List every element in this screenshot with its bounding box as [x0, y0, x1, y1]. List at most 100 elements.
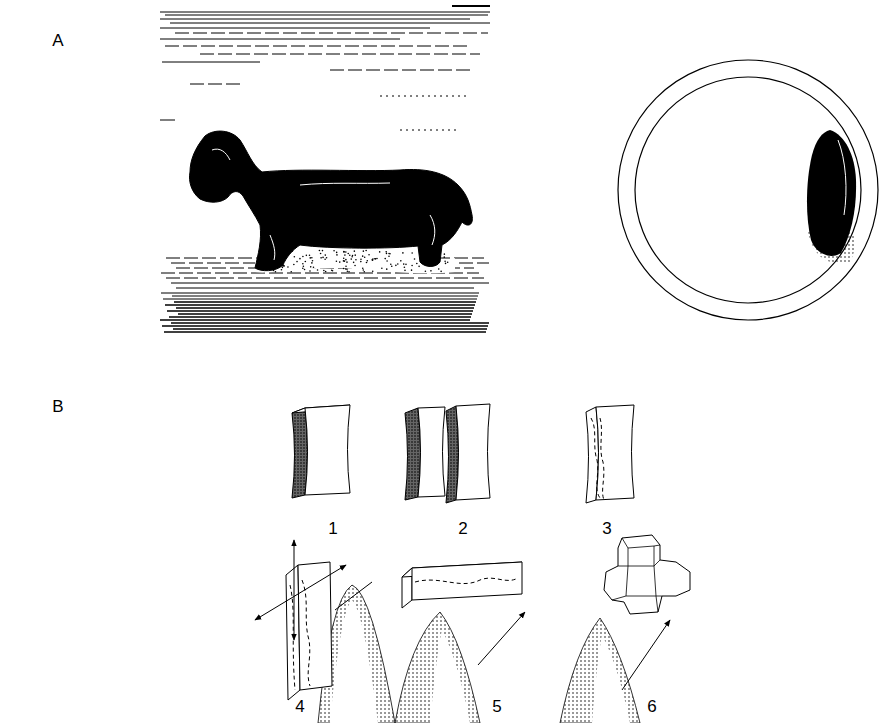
hatch-line [162, 62, 260, 63]
stipple-dot [371, 259, 373, 261]
stipple-dot [343, 268, 345, 270]
stipple-dot [317, 269, 319, 271]
stipple-dot [354, 250, 356, 252]
stipple-dot [430, 270, 432, 272]
hatch-line [171, 322, 489, 323]
stipple-dot [343, 257, 345, 259]
hatch-line [160, 28, 430, 29]
stipple-dot [353, 262, 355, 264]
stipple-dot [425, 271, 427, 273]
step-number: 2 [458, 520, 467, 537]
stipple-dot [281, 269, 283, 271]
stipple-dot [386, 268, 388, 270]
stipple-dot [275, 271, 277, 273]
hatch-line [162, 325, 488, 326]
tusk-inner [592, 635, 630, 723]
step-number: 6 [647, 698, 656, 715]
outline-sketch [591, 418, 604, 500]
hatch-line [165, 304, 475, 305]
stipple-dot [405, 264, 407, 266]
hatch-line [160, 120, 175, 121]
panel-letter: A [52, 32, 63, 49]
stipple-dot [362, 267, 364, 269]
hatch-line [165, 15, 488, 16]
slab-face [456, 404, 490, 500]
stipple-dot [379, 251, 381, 253]
hatch-line [175, 33, 488, 34]
stipple-dot [320, 257, 322, 259]
stipple-dot [310, 266, 312, 268]
stipple-dot [411, 252, 413, 254]
stipple-dot [305, 261, 307, 263]
stipple-dot [348, 271, 350, 273]
stipple-dot [332, 270, 334, 272]
stipple-dot [391, 265, 393, 267]
stipple-dot [319, 250, 321, 252]
slab-face [412, 562, 522, 600]
stipple-dot [349, 254, 351, 256]
stipple-dot [366, 262, 368, 264]
hatch-line [178, 313, 472, 314]
section-highlight [838, 140, 846, 215]
stipple-dot [389, 253, 391, 255]
stipple-dot [365, 250, 367, 252]
hatch-line [452, 5, 490, 7]
carved-blank [604, 535, 690, 614]
hatch-line [176, 307, 474, 308]
stipple-dot [293, 264, 295, 266]
motion-arrow [255, 565, 346, 620]
stipple-dot [324, 254, 326, 256]
horse-section [807, 130, 856, 256]
stipple-dot [447, 261, 449, 263]
stipple-dot [309, 270, 311, 272]
stipple-dot [386, 253, 388, 255]
stipple-dot [372, 260, 374, 262]
stipple-dot [294, 256, 296, 258]
stipple-dot [404, 270, 406, 272]
stipple-dot [388, 253, 390, 255]
stipple-dot [320, 253, 322, 255]
stipple-dot [411, 265, 413, 267]
stipple-dot [360, 258, 362, 260]
hatch-line [380, 96, 470, 97]
step-number: 4 [295, 698, 304, 715]
stipple-dot [339, 261, 341, 263]
stipple-dot [345, 259, 347, 261]
tusk-outline [618, 60, 878, 320]
stipple-dot [403, 263, 405, 265]
stipple-dot [351, 256, 353, 258]
stipple-dot [363, 250, 365, 252]
hatch-line [169, 316, 471, 317]
stipple-dot [354, 254, 356, 256]
block-face [305, 405, 350, 495]
hatch-line [170, 23, 490, 24]
stipple-dot [384, 258, 386, 260]
stipple-dot [400, 260, 402, 262]
hatch-line [160, 19, 470, 20]
stipple-dot [312, 260, 314, 262]
hatch-line [163, 299, 477, 300]
stipple-dot [376, 258, 378, 260]
stipple-dot [302, 267, 304, 269]
stipple-dot [346, 261, 348, 263]
stipple-dot [296, 261, 298, 263]
stipple-dot [322, 257, 324, 259]
stipple-dot [324, 258, 326, 260]
stipple-dot [443, 256, 445, 258]
stipple-dot [344, 254, 346, 256]
hatch-line [176, 288, 474, 289]
stipple-dot [366, 260, 368, 262]
step-number: 1 [328, 520, 337, 537]
stipple-dot [444, 261, 446, 263]
hatch-line [330, 70, 470, 71]
stipple-dot [336, 252, 338, 254]
stipple-dot [350, 258, 352, 260]
stipple-dot [311, 257, 313, 259]
tusk-core [635, 77, 861, 303]
hatch-line [160, 319, 470, 320]
tusk-inner [430, 630, 470, 723]
stipple-dot [345, 265, 347, 267]
stipple-dot [309, 254, 311, 256]
stipple-dot [282, 267, 284, 269]
block-face [418, 407, 445, 497]
